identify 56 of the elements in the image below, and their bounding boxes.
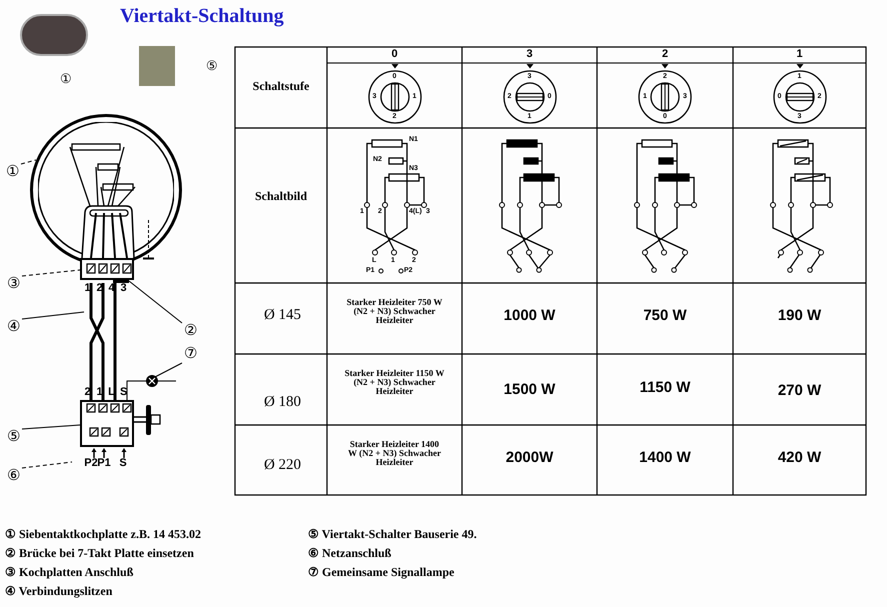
leader-line <box>22 462 72 468</box>
legend-note: ④ Verbindungslitzen <box>5 585 114 597</box>
callout-number: ④ <box>5 319 22 336</box>
power-value: 1000 W <box>502 308 556 323</box>
row-header: Schaltbild <box>254 190 308 202</box>
terminal-label: S <box>118 458 128 469</box>
heating-element-note: Starker Heizleiter 1150 W (N2 + N3) Schwacher Heizleiter <box>344 369 444 396</box>
callout-number: ⑥ <box>5 468 22 485</box>
signal-lamp <box>146 375 158 387</box>
diameter-label: Ø 220 <box>262 458 302 473</box>
legend-note: ⑦ Gemeinsame Signallampe <box>308 566 456 578</box>
heating-element-note: Starker Heizleiter 1400 W (N2 + N3) Schwacher Heizleiter <box>347 440 442 467</box>
leader-line <box>20 160 36 164</box>
legend-note: ① Siebentaktkochplatte z.B. 14 453.02 <box>5 528 202 540</box>
wire <box>126 380 146 400</box>
leader-line <box>154 362 182 378</box>
legend-note: ② Brücke bei 7-Takt Platte einsetzen <box>5 547 195 559</box>
power-value: 270 W <box>776 383 822 398</box>
callout-number: ③ <box>5 276 22 293</box>
callout-number: ① <box>59 72 73 85</box>
terminal-label: P1 <box>97 458 111 469</box>
power-value: 1150 W <box>638 380 692 395</box>
leader-line <box>22 270 80 276</box>
diameter-label: Ø 145 <box>262 308 302 323</box>
title: Viertakt-Schaltung <box>120 4 284 29</box>
switch-box <box>80 400 134 447</box>
callout-number: ② <box>182 323 199 340</box>
power-value: 420 W <box>776 450 822 465</box>
terminal-number: 3 <box>120 283 127 294</box>
legend-note: ③ Kochplatten Anschluß <box>5 566 134 578</box>
callout-number: ⑤ <box>5 429 22 446</box>
leader-line <box>22 424 80 430</box>
switch-step-number: 2 <box>660 49 670 60</box>
wire <box>158 380 176 382</box>
switch-step-number: 3 <box>525 49 534 60</box>
terminal-number: 4 <box>108 283 115 294</box>
switch-step-number: 0 <box>390 49 399 60</box>
heating-element-note: Starker Heizleiter 750 W (N2 + N3) Schwacher Heizleiter <box>346 298 444 325</box>
row-header: Schaltstufe <box>252 80 310 92</box>
legend-note: ⑥ Netzanschluß <box>308 547 392 559</box>
callout-number: ⑤ <box>205 59 219 72</box>
power-value: 750 W <box>642 308 688 323</box>
legend-note: ⑤ Viertakt-Schalter Bauserie 49. <box>308 528 478 540</box>
callout-number: ① <box>4 164 21 181</box>
power-value: 1500 W <box>502 382 556 397</box>
terminal-block <box>80 258 134 280</box>
terminal-label: P2 <box>83 458 98 469</box>
leader-line <box>22 312 84 320</box>
callout-number: ⑦ <box>182 346 199 363</box>
terminal-number: S <box>120 387 127 398</box>
power-value: 190 W <box>776 308 822 323</box>
switch-step-number: 1 <box>795 49 804 60</box>
power-value: 2000W <box>504 450 554 465</box>
bridge-bar <box>113 280 129 283</box>
power-value: 1400 W <box>638 450 692 465</box>
diameter-label: Ø 180 <box>262 395 302 410</box>
